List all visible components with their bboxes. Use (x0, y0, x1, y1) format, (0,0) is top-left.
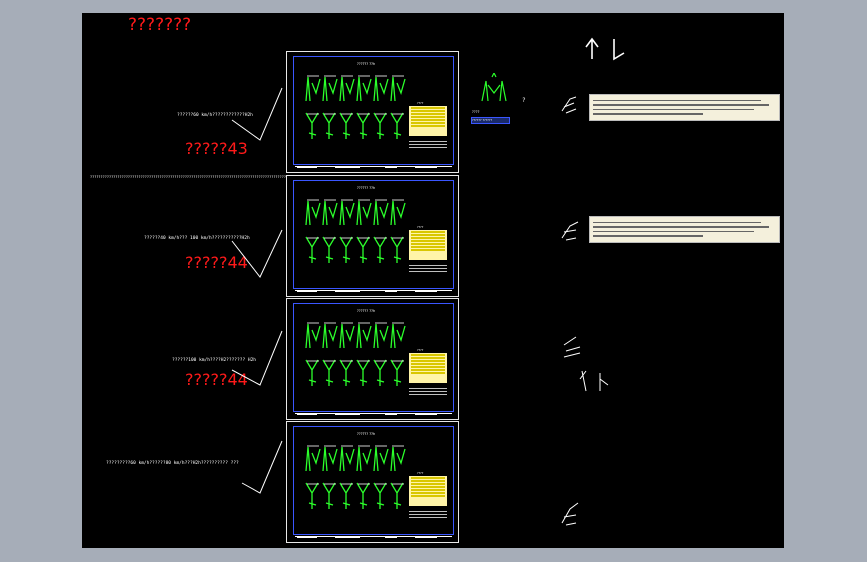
cad-drawing-canvas[interactable]: ??????? ??????60 km/h????????????H2h ???… (82, 13, 784, 548)
sign-figure (305, 322, 321, 349)
drawing-sheet-1[interactable]: ?????? ??h ???? (286, 51, 459, 173)
sign-figure (356, 75, 372, 102)
sign-figure (373, 482, 387, 509)
sketch-symbol-3 (563, 336, 609, 392)
sign-figure (373, 75, 389, 102)
sign-figure (339, 359, 353, 386)
sign-figure (356, 199, 372, 226)
drawing-sheet-3[interactable]: ?????? ??h ???? (286, 298, 459, 420)
drawing-sheet-4[interactable]: ?????? ??h ???? (286, 421, 459, 543)
sign-figure (305, 359, 319, 386)
sign-figure (390, 112, 404, 139)
note-panel-1 (589, 94, 780, 121)
arrow-glyphs (585, 37, 625, 61)
sign-figure (356, 359, 370, 386)
legend-table (409, 230, 447, 260)
sign-figure (373, 322, 389, 349)
legend-table (409, 106, 447, 136)
sign-figure (373, 359, 387, 386)
sign-figure (356, 236, 370, 263)
sign-figure (322, 482, 336, 509)
long-note-line: ????????????????????????????????????????… (90, 175, 286, 179)
sheet-label-2: ?????44 (185, 253, 248, 272)
sign-figure (322, 199, 338, 226)
sign-figure (322, 445, 338, 472)
sign-figure (322, 75, 338, 102)
sheet-title: ?????? ??h (357, 186, 376, 190)
sign-figure (305, 112, 319, 139)
table-header: ???? (417, 471, 424, 475)
sign-figure (356, 445, 372, 472)
sign-figure (322, 236, 336, 263)
sheet-note-4: ?????????60 km/h??????80 km/h???H2h?????… (106, 461, 239, 466)
sign-figure (339, 199, 355, 226)
sign-figure (339, 445, 355, 472)
sign-figure (339, 75, 355, 102)
sign-figure (305, 75, 321, 102)
sign-figure (339, 322, 355, 349)
side-mark: ? (522, 97, 526, 104)
sign-figure (390, 482, 404, 509)
sign-figure (356, 322, 372, 349)
note-panel-2 (589, 216, 780, 243)
sign-figure (390, 322, 406, 349)
sheet-title: ?????? ??h (357, 309, 376, 313)
table-header: ???? (417, 225, 424, 229)
sign-figure (305, 445, 321, 472)
sheet-title: ?????? ??h (357, 432, 376, 436)
sign-figure (339, 482, 353, 509)
sign-figure (339, 236, 353, 263)
drawing-sheet-2[interactable]: ?????? ??h ???? (286, 175, 459, 297)
reference-caption: ???? (472, 110, 480, 114)
sheet-label-3: ?????44 (185, 370, 248, 389)
sketch-symbol-2 (561, 221, 579, 241)
legend-table (409, 353, 447, 383)
reference-label-box: ?????? ?????? (471, 117, 510, 124)
sign-figures-layer (305, 75, 406, 509)
sheet-note-2: ??????40 km/h??? 100 km/h???????????H2h (144, 236, 250, 241)
leader-lines (231, 87, 283, 494)
sheet-note-1: ??????60 km/h????????????H2h (177, 113, 253, 118)
sign-figure (322, 112, 336, 139)
drawing-main-title: ??????? (128, 15, 192, 35)
sign-figure (305, 482, 319, 509)
sign-figure (339, 112, 353, 139)
sketch-symbol-1 (561, 96, 577, 114)
sign-figure (305, 236, 319, 263)
sign-figure (390, 359, 404, 386)
sign-figure (390, 75, 406, 102)
sheet-title: ?????? ??h (357, 62, 376, 66)
sign-figure (390, 445, 406, 472)
sign-figure (373, 445, 389, 472)
legend-table (409, 476, 447, 506)
sign-figure (373, 112, 387, 139)
reference-sign-symbol (481, 73, 507, 102)
sign-figure (305, 199, 321, 226)
sign-figure (373, 199, 389, 226)
table-header: ???? (417, 101, 424, 105)
sheet-note-3: ??????100 km/h????H2??????? H2h (172, 358, 256, 363)
table-header: ???? (417, 348, 424, 352)
sign-figure (356, 112, 370, 139)
sign-figure (322, 359, 336, 386)
sign-figure (390, 236, 404, 263)
sign-figure (356, 482, 370, 509)
sign-figure (390, 199, 406, 226)
sheet-label-1: ?????43 (185, 139, 248, 158)
sign-figure (373, 236, 387, 263)
sketch-symbol-4 (561, 502, 579, 526)
sign-figure (322, 322, 338, 349)
